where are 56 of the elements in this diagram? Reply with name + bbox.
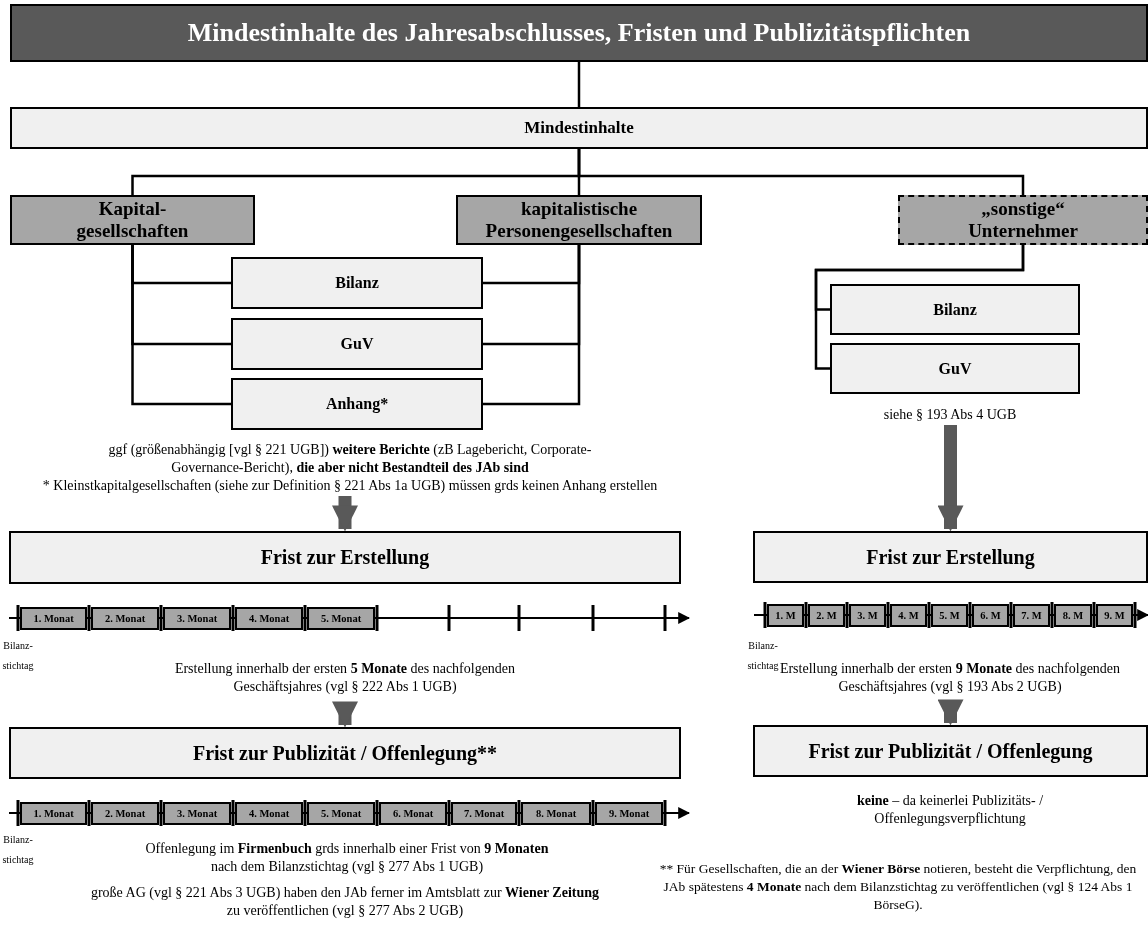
connector-line <box>814 245 1025 370</box>
title-banner: Mindestinhalte des Jahresabschlusses, Fristen und Publizitätspflichten <box>10 4 1148 62</box>
category-box: kapitalistische Personengesellschaften <box>456 195 702 245</box>
month-cell: 2. M <box>808 604 845 627</box>
content-box: GuV <box>830 343 1080 394</box>
month-cell: 4. Monat <box>235 802 303 825</box>
connector-line <box>577 149 1025 195</box>
note-text: Offenlegung im Firmenbuch grds innerhalb einer Frist von 9 Monaten nach dem Bilanzstichtag (vgl § 277 Abs 1 UGB) <box>144 840 550 876</box>
date-label: Bilanz- stichtag <box>1 833 35 867</box>
month-cell: 9. M <box>1096 604 1133 627</box>
date-label: Bilanz- stichtag <box>1 639 35 673</box>
month-cell: 5. Monat <box>307 802 375 825</box>
content-box: GuV <box>231 318 483 370</box>
month-cell: 1. Monat <box>20 802 87 825</box>
month-cell: 5. Monat <box>307 607 375 630</box>
month-cell: 2. Monat <box>91 607 159 630</box>
note-text: große AG (vgl § 221 Abs 3 UGB) haben den JAb ferner im Amtsblatt zur Wiener Zeitung zu veröffentlichen (vgl § 277 Abs 2 UGB) <box>90 884 600 920</box>
note-text: siehe § 193 Abs 4 UGB <box>870 405 1030 425</box>
month-cell: 2. Monat <box>91 802 159 825</box>
category-box: „sonstige“ Unternehmer <box>898 195 1148 245</box>
month-cell: 4. M <box>890 604 927 627</box>
month-cell: 3. Monat <box>163 607 231 630</box>
deadline-box: Frist zur Erstellung <box>753 531 1148 583</box>
note-text: * Kleinstkapitalgesellschaften (siehe zur Definition § 221 Abs 1a UGB) müssen grds keinen Anhang erstellen <box>42 477 658 495</box>
month-cell: 8. M <box>1054 604 1092 627</box>
month-cell: 6. M <box>972 604 1009 627</box>
month-cell: 6. Monat <box>379 802 447 825</box>
month-cell: 3. Monat <box>163 802 231 825</box>
note-text: ggf (größenabhängig [vgl § 221 UGB]) weitere Berichte (zB Lagebericht, Corporate-Governance-Bericht), die aber nicht Bestandteil des JAb sind <box>107 441 593 477</box>
connector-line <box>483 245 581 406</box>
month-cell: 8. Monat <box>521 802 591 825</box>
block-arrow <box>937 425 964 532</box>
block-arrow <box>332 496 358 532</box>
note-text: Erstellung innerhalb der ersten 5 Monate des nachfolgenden Geschäftsjahres (vgl § 222 Abs 1 UGB) <box>170 650 520 706</box>
content-box: Bilanz <box>830 284 1080 335</box>
category-box: Kapital- gesellschaften <box>10 195 255 245</box>
block-arrow <box>937 699 964 726</box>
block-arrow <box>332 701 358 728</box>
month-cell: 7. M <box>1013 604 1050 627</box>
month-cell: 1. M <box>767 604 804 627</box>
deadline-box: Frist zur Publizität / Offenlegung** <box>9 727 681 779</box>
note-text: keine – da keinerlei Publizitäts- / Offenlegungsverpflichtung <box>855 792 1045 828</box>
deadline-box: Frist zur Publizität / Offenlegung <box>753 725 1148 777</box>
month-cell: 1. Monat <box>20 607 87 630</box>
month-cell: 5. M <box>931 604 968 627</box>
connector-line <box>577 62 581 107</box>
deadline-box: Frist zur Erstellung <box>9 531 681 584</box>
content-box: Anhang* <box>231 378 483 430</box>
month-cell: 4. Monat <box>235 607 303 630</box>
month-cell: 3. M <box>849 604 886 627</box>
month-cell: 7. Monat <box>451 802 517 825</box>
connector-line <box>131 245 231 406</box>
note-text: ** Für Gesellschaften, die an der Wiener Börse notieren, besteht die Verpflichtung, den JAb spätestens 4 Monate nach dem Bilanzstichtag zu veröffentlichen (vgl § 124 Abs 1 BörseG). <box>658 860 1138 914</box>
content-box: Bilanz <box>231 257 483 309</box>
month-cell: 9. Monat <box>595 802 663 825</box>
section-box: Mindestinhalte <box>10 107 1148 149</box>
